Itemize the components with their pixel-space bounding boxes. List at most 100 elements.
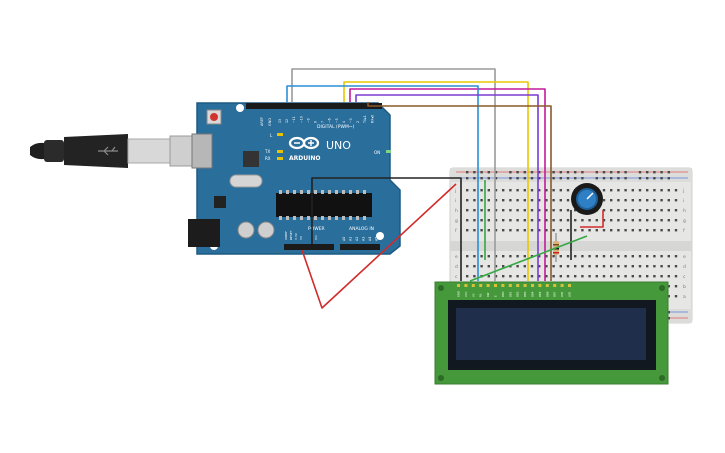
breadboard-hole[interactable] [602,265,606,268]
breadboard-hole[interactable] [660,189,663,192]
breadboard-hole[interactable] [509,275,512,278]
breadboard-hole[interactable] [473,199,476,202]
breadboard-hole[interactable] [473,275,476,278]
breadboard-hole[interactable] [538,275,541,278]
breadboard-hole[interactable] [638,255,642,258]
lcd-pin[interactable] [457,284,460,287]
power-rail-hole[interactable] [487,171,490,174]
breadboard-hole[interactable] [487,219,490,222]
power-rail-hole[interactable] [610,177,613,180]
power-rail-hole[interactable] [523,177,526,180]
breadboard-hole[interactable] [487,275,490,278]
breadboard-hole[interactable] [574,209,577,212]
breadboard-hole[interactable] [617,219,620,222]
breadboard-hole[interactable] [545,219,548,222]
breadboard-hole[interactable] [581,265,584,268]
breadboard-hole[interactable] [602,255,606,258]
breadboard-hole[interactable] [602,275,606,278]
breadboard-hole[interactable] [538,265,541,268]
power-rail-hole[interactable] [530,177,534,180]
breadboard-hole[interactable] [516,189,519,192]
breadboard-hole[interactable] [480,229,483,232]
breadboard-hole[interactable] [638,275,642,278]
breadboard-hole[interactable] [516,255,519,258]
breadboard-hole[interactable] [646,275,649,278]
breadboard-hole[interactable] [610,219,613,222]
breadboard-hole[interactable] [624,255,627,258]
breadboard-hole[interactable] [646,229,649,232]
breadboard-hole[interactable] [660,265,663,268]
power-rail-hole[interactable] [494,177,498,180]
breadboard-hole[interactable] [538,255,541,258]
breadboard-hole[interactable] [559,209,562,212]
breadboard-hole[interactable] [473,189,476,192]
breadboard-hole[interactable] [574,255,577,258]
breadboard-hole[interactable] [624,189,627,192]
breadboard-hole[interactable] [509,209,512,212]
breadboard-hole[interactable] [473,255,476,258]
breadboard-hole[interactable] [552,189,555,192]
breadboard-hole[interactable] [646,199,649,202]
breadboard-hole[interactable] [566,209,570,212]
breadboard-hole[interactable] [516,265,519,268]
power-rail-hole[interactable] [581,177,584,180]
breadboard-hole[interactable] [559,275,562,278]
breadboard-hole[interactable] [509,189,512,192]
breadboard-hole[interactable] [545,255,548,258]
breadboard-hole[interactable] [494,255,498,258]
breadboard-hole[interactable] [538,199,541,202]
wire-red-5v[interactable] [301,183,457,309]
power-rail-hole[interactable] [473,177,476,180]
breadboard-hole[interactable] [588,275,591,278]
power-rail-hole[interactable] [552,171,555,174]
breadboard-hole[interactable] [588,265,591,268]
breadboard-hole[interactable] [552,265,555,268]
breadboard-hole[interactable] [509,255,512,258]
breadboard-hole[interactable] [523,255,526,258]
breadboard-hole[interactable] [487,199,490,202]
breadboard-hole[interactable] [480,265,483,268]
wire-yellow[interactable] [343,81,529,281]
breadboard-hole[interactable] [487,209,490,212]
breadboard-hole[interactable] [631,275,634,278]
power-rail-hole[interactable] [494,171,498,174]
breadboard-hole[interactable] [653,275,656,278]
breadboard-hole[interactable] [660,209,663,212]
breadboard-hole[interactable] [595,229,598,232]
breadboard-hole[interactable] [588,219,591,222]
breadboard-hole[interactable] [646,209,649,212]
breadboard-hole[interactable] [545,199,548,202]
breadboard-hole[interactable] [674,189,678,192]
breadboard-hole[interactable] [523,265,526,268]
breadboard-hole[interactable] [667,295,670,298]
breadboard-hole[interactable] [509,229,512,232]
breadboard-hole[interactable] [552,219,555,222]
breadboard-hole[interactable] [494,265,498,268]
breadboard-hole[interactable] [530,209,534,212]
breadboard-hole[interactable] [574,219,577,222]
breadboard-hole[interactable] [502,209,505,212]
breadboard-hole[interactable] [646,219,649,222]
breadboard-hole[interactable] [516,219,519,222]
power-rail-hole[interactable] [617,177,620,180]
power-rail-hole[interactable] [667,177,670,180]
breadboard-hole[interactable] [466,189,469,192]
power-rail-hole[interactable] [638,171,642,174]
breadboard-hole[interactable] [509,199,512,202]
power-rail-hole[interactable] [480,171,483,174]
breadboard-hole[interactable] [545,209,548,212]
breadboard-hole[interactable] [602,189,606,192]
power-rail-hole[interactable] [466,171,469,174]
power-rail-hole[interactable] [581,171,584,174]
breadboard-hole[interactable] [516,275,519,278]
power-rail-hole[interactable] [653,171,656,174]
breadboard-hole[interactable] [617,189,620,192]
breadboard-hole[interactable] [574,229,577,232]
breadboard-hole[interactable] [646,189,649,192]
breadboard-hole[interactable] [566,199,570,202]
breadboard-hole[interactable] [466,229,469,232]
power-rail-hole[interactable] [602,177,606,180]
power-rail-hole[interactable] [638,177,642,180]
power-rail-hole[interactable] [538,171,541,174]
lcd-pin[interactable] [501,284,505,287]
